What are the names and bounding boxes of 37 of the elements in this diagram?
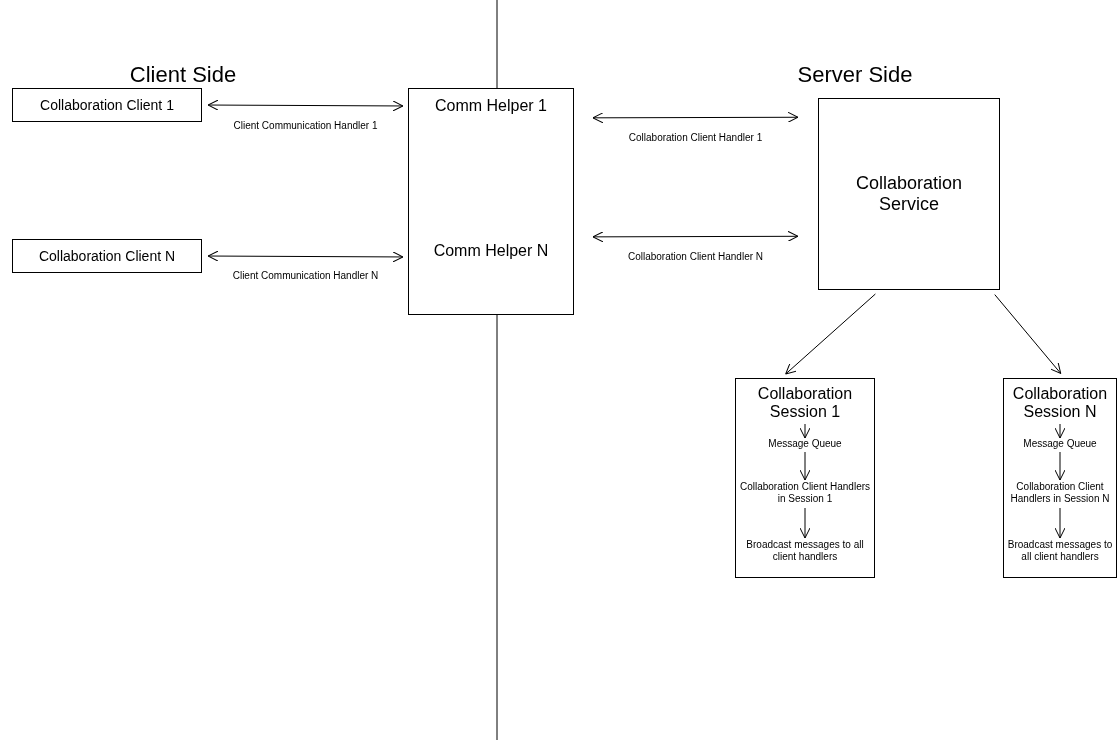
arrow xyxy=(1054,451,1066,481)
arrow xyxy=(785,293,876,375)
edge-label: Collaboration Client Handler 1 xyxy=(627,131,764,144)
client-box xyxy=(12,88,202,122)
double-arrow xyxy=(207,250,404,263)
edge-label: Client Communication Handler N xyxy=(231,270,380,283)
handler-label: Collaboration Client Handlers in Session 1 xyxy=(736,479,874,507)
edge-label: Client Communication Handler 1 xyxy=(232,119,379,132)
arrow xyxy=(799,451,811,481)
double-arrow xyxy=(592,111,799,124)
double-arrow xyxy=(592,230,799,243)
queue-label: Message Queue xyxy=(736,437,874,451)
service-box xyxy=(818,98,1000,290)
arrow xyxy=(799,423,811,439)
helper-label: Comm Helper 1 xyxy=(409,89,573,123)
arrow xyxy=(1054,507,1066,539)
session-heading: Collaboration Session N xyxy=(1004,383,1116,423)
section-title: Server Side xyxy=(797,62,913,88)
client-box xyxy=(12,239,202,273)
edge-label: Collaboration Client Handler N xyxy=(626,250,765,263)
double-arrow xyxy=(207,99,404,112)
handler-label: Collaboration Client Handlers in Session N xyxy=(1004,479,1116,507)
section-title: Client Side xyxy=(129,62,237,88)
session-box xyxy=(1003,378,1117,578)
queue-label: Message Queue xyxy=(1004,437,1116,451)
session-box xyxy=(735,378,875,578)
session-heading: Collaboration Session 1 xyxy=(736,383,874,423)
arrow xyxy=(994,294,1062,374)
arrow xyxy=(1054,423,1066,439)
service-label: Collaboration Service xyxy=(854,173,964,215)
arrow xyxy=(799,507,811,539)
client-label: Collaboration Client 1 xyxy=(40,96,174,114)
broadcast-label: Broadcast messages to all client handlers xyxy=(1004,537,1116,565)
helper-label: Comm Helper N xyxy=(409,229,573,273)
broadcast-label: Broadcast messages to all client handlers xyxy=(736,537,874,565)
helper-box xyxy=(408,88,574,315)
client-label: Collaboration Client N xyxy=(38,247,176,265)
